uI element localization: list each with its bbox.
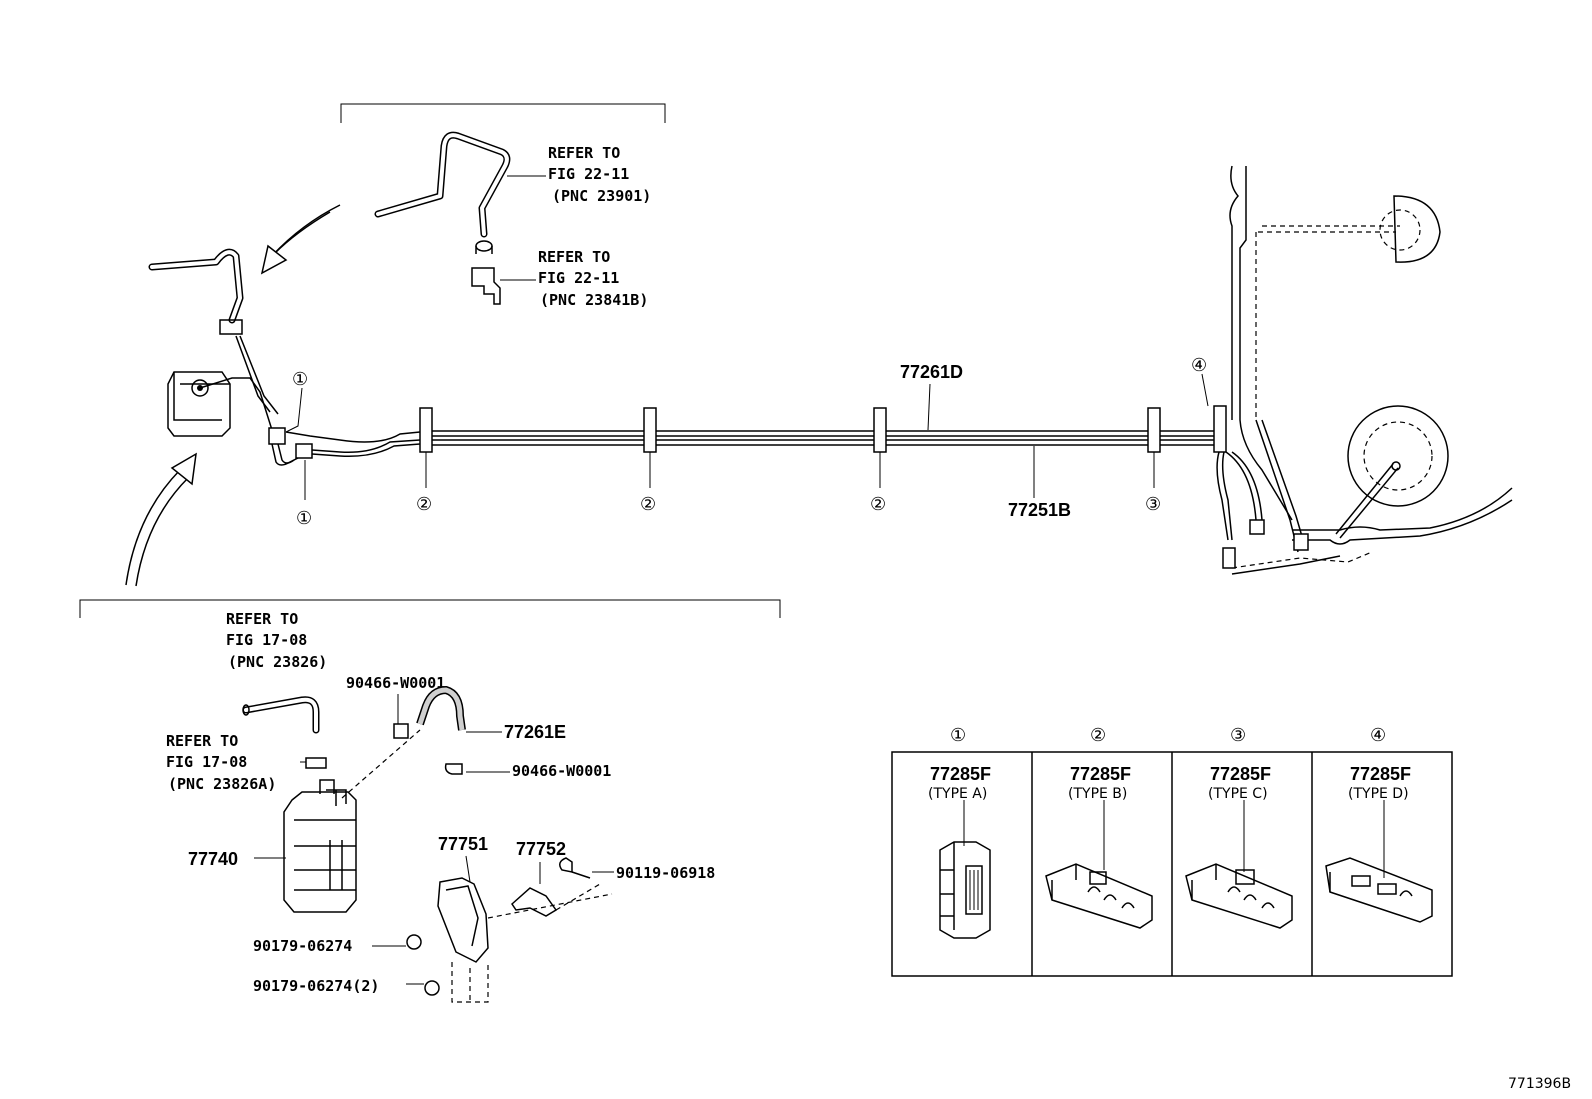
marker-2-b: ②: [640, 494, 656, 515]
label-77751: 77751: [438, 834, 488, 854]
label-77740: 77740: [188, 849, 238, 869]
table-type-3: (TYPE C): [1208, 786, 1268, 802]
label-77752: 77752: [516, 839, 566, 859]
clip-type-d-drawing: [1325, 857, 1433, 923]
hose-ref-line3: (PNC 23901): [552, 187, 651, 205]
right-body: [1216, 165, 1513, 575]
lower-hose-ref-line2: FIG 17-08: [166, 753, 247, 771]
table-marker-1: ①: [950, 725, 966, 746]
clip-table: ① ② ③ ④ 77285F (TYPE A) 77285F (TYPE B) …: [891, 725, 1453, 977]
clip-type-a-drawing: [939, 841, 991, 939]
left-assembly: [148, 248, 421, 466]
marker-1-lower: ①: [296, 508, 312, 529]
hose-ref-line2: FIG 22-11: [548, 165, 629, 183]
clamp-ref-line2: FIG 22-11: [538, 269, 619, 287]
table-part-1: 77285F: [930, 764, 991, 784]
table-type-4: (TYPE D): [1348, 786, 1409, 802]
upper-hose-ref-line3: (PNC 23826): [228, 653, 327, 671]
canister-callout: REFER TO FIG 17-08 (PNC 23826) 90466-W00…: [79, 599, 781, 1003]
table-part-3: 77285F: [1210, 764, 1271, 784]
label-clamp-lower: 90466-W0001: [512, 762, 611, 780]
top-callout: REFER TO FIG 22-11 (PNC 23901) REFER TO …: [340, 103, 666, 309]
upper-hose-ref-line2: FIG 17-08: [226, 631, 307, 649]
label-77251B: 77251B: [1008, 500, 1071, 520]
lower-hose-ref-line1: REFER TO: [166, 732, 238, 750]
marker-2-a: ②: [416, 494, 432, 515]
table-type-1: (TYPE A): [928, 786, 987, 802]
clamp-ref-line3: (PNC 23841B): [540, 291, 648, 309]
main-tubes: [419, 405, 1227, 453]
marker-3: ③: [1145, 494, 1161, 515]
marker-1-upper: ①: [292, 369, 308, 390]
table-marker-2: ②: [1090, 725, 1106, 746]
table-part-2: 77285F: [1070, 764, 1131, 784]
upper-hose-ref-line1: REFER TO: [226, 610, 298, 628]
marker-2-c: ②: [870, 494, 886, 515]
arrow-bottom: [125, 452, 197, 587]
label-nut-one: 90179-06274: [253, 937, 352, 955]
label-77261D: 77261D: [900, 362, 963, 382]
arrow-top: [260, 204, 341, 275]
clip-type-b-drawing: [1045, 863, 1153, 929]
label-clamp-upper: 90466-W0001: [346, 674, 445, 692]
label-77261E: 77261E: [504, 722, 566, 742]
lower-hose-ref-line3: (PNC 23826A): [168, 775, 276, 793]
table-part-4: 77285F: [1350, 764, 1411, 784]
label-nut-two: 90179-06274(2): [253, 977, 379, 995]
hose-ref-line1: REFER TO: [548, 144, 620, 162]
clamp-ref-line1: REFER TO: [538, 248, 610, 266]
label-90119-06918: 90119-06918: [616, 864, 715, 882]
main-labels: 77261D 77251B ① ① ② ② ② ③ ④: [285, 355, 1209, 529]
table-marker-4: ④: [1370, 725, 1386, 746]
table-marker-3: ③: [1230, 725, 1246, 746]
table-type-2: (TYPE B): [1068, 786, 1127, 802]
diagram-id: 771396B: [1508, 1076, 1571, 1092]
clip-type-c-drawing: [1185, 863, 1293, 929]
marker-4: ④: [1191, 355, 1207, 376]
